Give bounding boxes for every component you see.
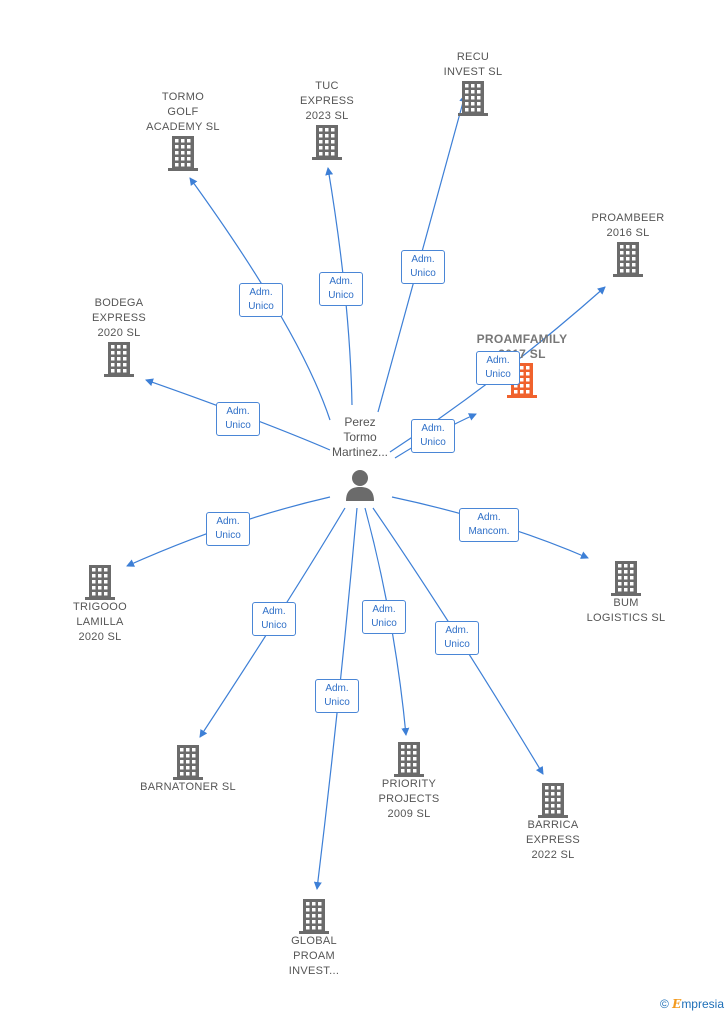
role-badge-proambeer: Adm. Unico [476,351,520,385]
company-label: GLOBAL PROAM INVEST... [288,935,340,977]
company-node-priority[interactable]: PRIORITY PROJECTS 2009 SL [344,741,474,822]
person-node[interactable]: Perez Tormo Martinez... [310,415,410,502]
building-icon [458,81,488,116]
company-label: TUC EXPRESS 2023 SL [299,80,355,122]
company-label: RECU INVEST SL [443,51,503,78]
role-badge-barnatoner: Adm. Unico [252,602,296,636]
company-node-barrica[interactable]: BARRICA EXPRESS 2022 SL [488,782,618,863]
company-node-tuc[interactable]: TUC EXPRESS 2023 SL [262,79,392,160]
copyright-icon: © [659,997,669,1011]
company-node-recu[interactable]: RECU INVEST SL [408,50,538,116]
company-label: TORMO GOLF ACADEMY SL [146,91,220,133]
company-label: BODEGA EXPRESS 2020 SL [91,297,147,339]
building-icon [538,783,568,818]
building-icon [85,565,115,600]
role-badge-recu: Adm. Unico [401,250,445,284]
company-node-barnatoner[interactable]: BARNATONER SL [123,744,253,795]
building-icon [312,125,342,160]
company-node-bum[interactable]: BUM LOGISTICS SL [561,560,691,626]
brand-footer[interactable]: © Empresia [660,997,724,1011]
company-node-bodega[interactable]: BODEGA EXPRESS 2020 SL [54,296,184,377]
building-icon [613,242,643,277]
building-icon [299,899,329,934]
company-node-tormo[interactable]: TORMO GOLF ACADEMY SL [118,90,248,171]
role-badge-tuc: Adm. Unico [319,272,363,306]
building-icon [173,745,203,780]
brand-name: mpresia [681,997,724,1011]
building-icon [104,342,134,377]
building-icon [394,742,424,777]
role-badge-bodega: Adm. Unico [216,402,260,436]
person-label: Perez Tormo Martinez... [331,415,388,459]
company-label: BARNATONER SL [140,781,236,793]
person-icon [346,470,374,501]
role-badge-bum: Adm. Mancom. [459,508,519,542]
company-node-proambeer[interactable]: PROAMBEER 2016 SL [563,211,693,277]
brand-initial: E [672,997,682,1011]
role-badge-global: Adm. Unico [315,679,359,713]
building-icon [611,561,641,596]
role-badge-priority: Adm. Unico [362,600,406,634]
company-label: BUM LOGISTICS SL [586,597,666,624]
company-label: PROAMBEER 2016 SL [591,212,665,239]
company-label: PRIORITY PROJECTS 2009 SL [378,778,440,820]
role-badge-barrica: Adm. Unico [435,621,479,655]
company-node-trigooo[interactable]: TRIGOOO LAMILLA 2020 SL [35,564,165,645]
company-label: BARRICA EXPRESS 2022 SL [525,819,581,861]
company-node-global[interactable]: GLOBAL PROAM INVEST... [249,898,379,979]
role-badge-trigooo: Adm. Unico [206,512,250,546]
role-badge-proamfamily: Adm. Unico [411,419,455,453]
role-badge-tormo: Adm. Unico [239,283,283,317]
company-label: TRIGOOO LAMILLA 2020 SL [72,601,128,643]
building-icon [168,136,198,171]
